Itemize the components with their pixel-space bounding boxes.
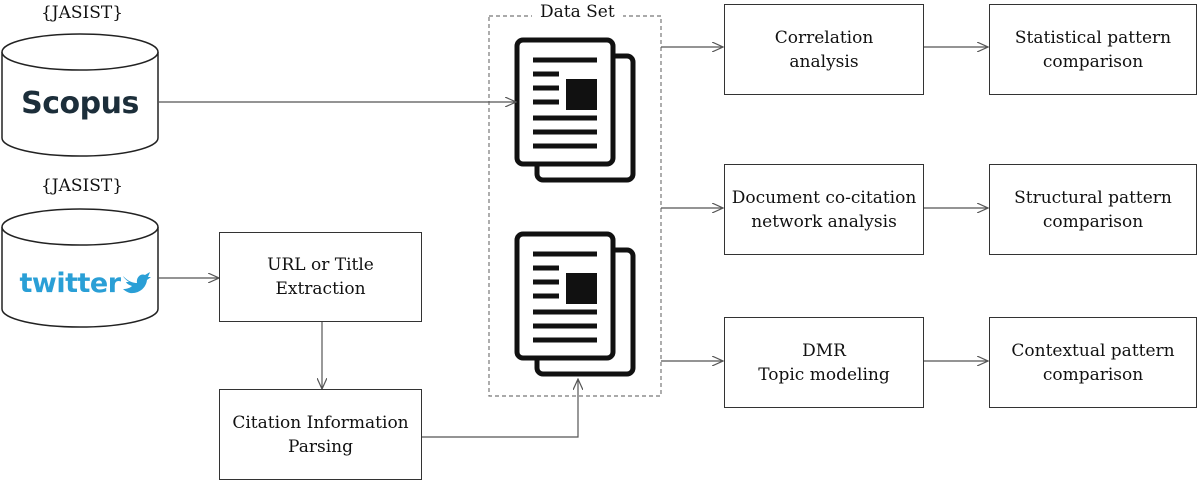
comparison-line1: Contextual pattern	[1011, 340, 1175, 361]
analysis-line2: analysis	[789, 51, 859, 72]
url-title-extraction-box: URL or Title Extraction	[219, 232, 422, 322]
cocitation-analysis-box: Document co-citation network analysis	[724, 164, 924, 255]
comparison-line1: Structural pattern	[1014, 187, 1172, 208]
comparison-line2: comparison	[1042, 364, 1144, 385]
comparison-line2: comparison	[1042, 211, 1144, 232]
extraction-line1: URL or Title	[267, 255, 374, 275]
structural-comparison-box: Structural pattern comparison	[989, 164, 1197, 255]
dmr-topic-modeling-box: DMR Topic modeling	[724, 317, 924, 408]
parsing-line1: Citation Information	[232, 412, 409, 433]
twitter-logo: twitter	[19, 268, 121, 299]
extraction-line2: Extraction	[275, 279, 366, 299]
statistical-comparison-box: Statistical pattern comparison	[989, 4, 1197, 95]
comparison-line1: Statistical pattern	[1014, 27, 1172, 48]
correlation-analysis-box: Correlation analysis	[724, 4, 924, 95]
scopus-logo: Scopus	[21, 86, 139, 121]
parsing-line2: Parsing	[288, 436, 353, 457]
twitter-source-tag: {JASIST}	[40, 176, 124, 196]
twitter-bird-icon	[123, 272, 151, 294]
comparison-line2: comparison	[1042, 51, 1144, 72]
analysis-line1: Document co-citation	[731, 187, 917, 208]
analysis-line1: DMR	[802, 340, 846, 361]
analysis-line2: Topic modeling	[758, 364, 890, 385]
document-stack-icon	[514, 231, 636, 377]
arrow-parsing-to-dataset	[422, 379, 578, 438]
dataset-title: Data Set	[532, 2, 623, 22]
document-stack-icon	[514, 37, 636, 183]
analysis-line1: Correlation	[774, 27, 874, 48]
citation-parsing-box: Citation Information Parsing	[219, 389, 422, 480]
twitter-database-cylinder	[1, 208, 159, 328]
scopus-database-cylinder	[1, 33, 159, 157]
scopus-source-tag: {JASIST}	[40, 3, 124, 23]
contextual-comparison-box: Contextual pattern comparison	[989, 317, 1197, 408]
analysis-line2: network analysis	[751, 211, 897, 232]
